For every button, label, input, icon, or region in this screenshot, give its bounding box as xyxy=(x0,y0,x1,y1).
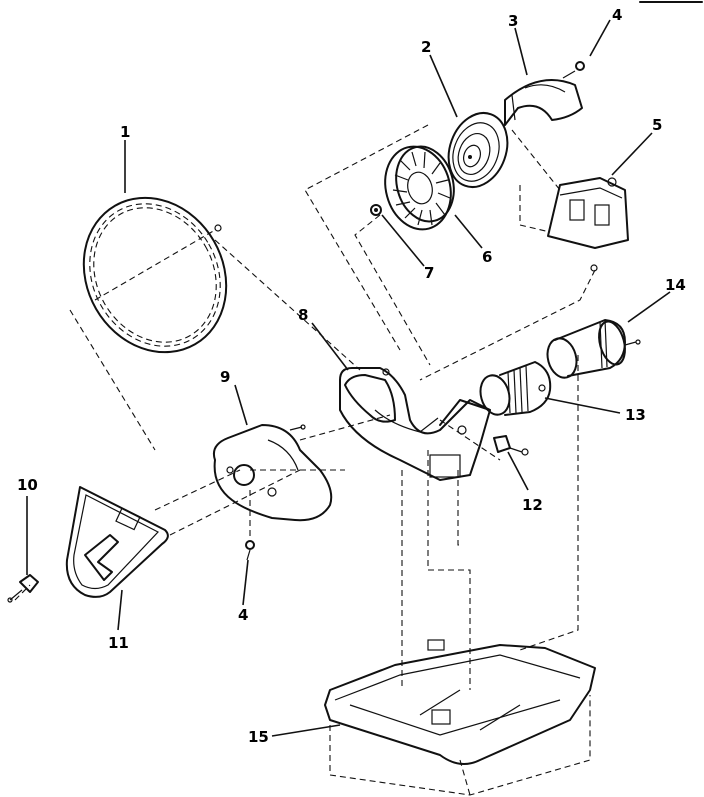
callout-11: 11 xyxy=(108,634,129,652)
part-8-blower-housing xyxy=(339,367,491,481)
callout-14: 14 xyxy=(665,276,686,294)
callout-9: 9 xyxy=(220,368,230,386)
part-1-drum-seal xyxy=(82,196,228,354)
callout-4-bottom: 4 xyxy=(238,606,248,624)
part-3-cover xyxy=(504,79,583,126)
callout-15: 15 xyxy=(248,728,269,746)
leader-lines xyxy=(26,19,671,737)
assembly-guide-lines xyxy=(14,124,596,690)
part-15-base xyxy=(324,639,596,796)
callout-2: 2 xyxy=(421,38,431,56)
part-4-screw-top xyxy=(562,61,585,79)
callout-7: 7 xyxy=(424,264,434,282)
part-10-clip xyxy=(7,574,39,603)
callout-4-top: 4 xyxy=(612,6,622,24)
callout-10: 10 xyxy=(17,476,38,494)
part-6-blower-wheel xyxy=(384,145,455,231)
part-12-bracket xyxy=(493,435,529,456)
part-7-nut xyxy=(370,204,382,216)
part-9-housing-cover xyxy=(212,424,333,522)
part-2-blower-plate xyxy=(447,112,509,188)
part-4-screw-bottom xyxy=(245,540,255,561)
callout-8: 8 xyxy=(298,306,308,324)
callout-12: 12 xyxy=(522,496,543,514)
part-14-exhaust-duct xyxy=(546,319,641,379)
part-11-lint-housing xyxy=(65,486,169,598)
part-13-duct-coupler xyxy=(479,361,552,416)
callout-3: 3 xyxy=(508,12,518,30)
callout-6: 6 xyxy=(482,248,492,266)
callouts: 1 2 3 4 4 5 6 7 8 9 10 11 12 13 14 15 xyxy=(17,6,686,746)
callout-5: 5 xyxy=(652,116,662,134)
part-5-switch xyxy=(547,177,629,272)
callout-1: 1 xyxy=(120,123,130,141)
callout-13: 13 xyxy=(625,406,646,424)
